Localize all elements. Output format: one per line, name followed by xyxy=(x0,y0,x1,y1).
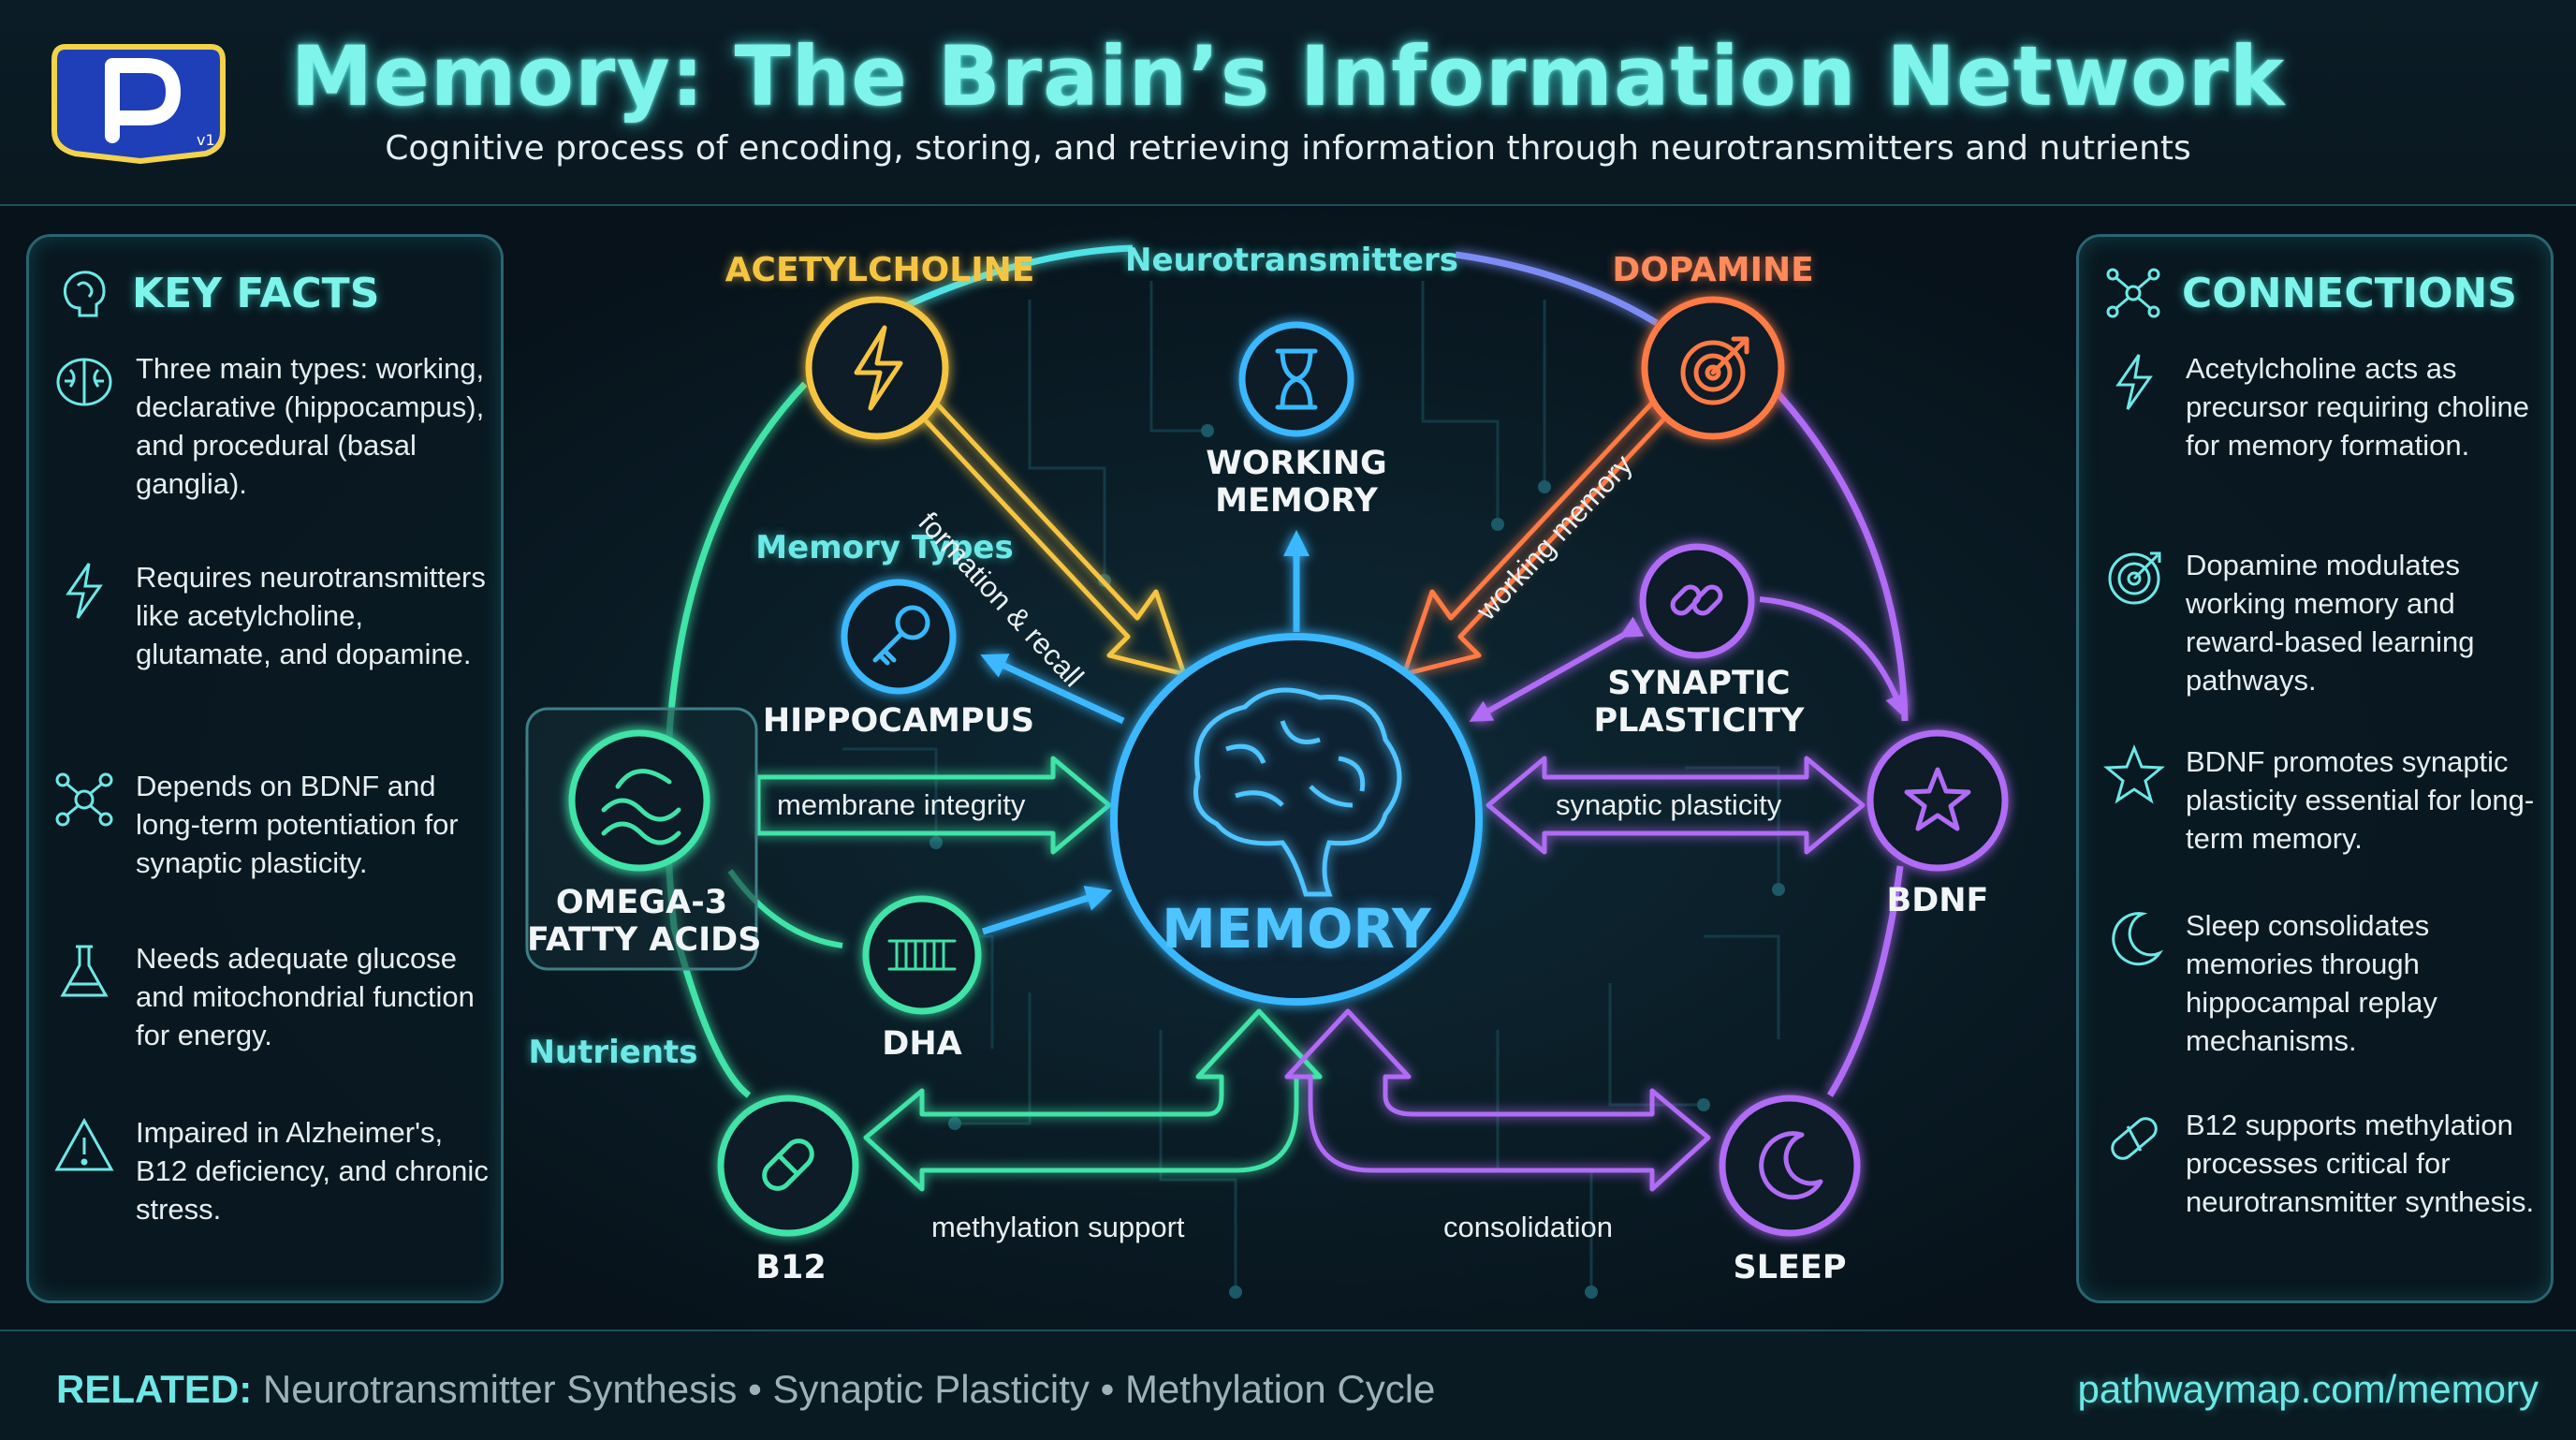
target-icon xyxy=(2108,551,2161,605)
arrow-hippocampus xyxy=(980,654,1125,725)
related-label: RELATED: xyxy=(56,1367,253,1411)
page-subtitle: Cognitive process of encoding, storing, … xyxy=(385,129,2191,168)
arrow-plasticity-memory xyxy=(1469,616,1645,722)
target-node-icon xyxy=(1680,336,1749,405)
key-facts-title: KEY FACTS xyxy=(132,269,380,317)
flask-icon xyxy=(60,945,109,997)
edge-label-synaptic-plasticity: synaptic plasticity xyxy=(1556,788,1782,821)
connection-item: Sleep consolidates memories through hipp… xyxy=(2101,906,2546,1060)
node-label-acetylcholine: ACETYLCHOLINE xyxy=(724,251,1035,289)
footer: RELATED: Neurotransmitter Synthesis • Sy… xyxy=(0,1330,2576,1440)
node-dha xyxy=(862,895,982,1015)
related-links: RELATED: Neurotransmitter Synthesis • Sy… xyxy=(56,1367,1435,1412)
pill-icon xyxy=(2111,1117,2158,1160)
source-url[interactable]: pathwaymap.com/memory xyxy=(2077,1367,2539,1411)
key-fact-text: Requires neurotransmitters like acetylch… xyxy=(136,561,486,670)
svg-text:v1: v1 xyxy=(197,131,215,149)
key-icon xyxy=(872,605,930,666)
warning-icon xyxy=(54,1117,114,1171)
arrow-dha xyxy=(981,885,1113,935)
moon-node-icon xyxy=(1759,1131,1823,1200)
connection-item: Acetylcholine acts as precursor requirin… xyxy=(2101,349,2546,464)
hourglass-icon xyxy=(1275,348,1318,410)
connection-text: B12 supports methylation processes criti… xyxy=(2186,1109,2535,1218)
connection-item: BDNF promotes synaptic plasticity essent… xyxy=(2101,742,2546,858)
node-label-dha: DHA xyxy=(882,1025,962,1063)
header: v1 Memory: The Brain’s Information Netwo… xyxy=(0,0,2576,206)
arrow-synaptic xyxy=(1486,756,1866,855)
star-icon xyxy=(2103,743,2165,804)
related-topics[interactable]: Neurotransmitter Synthesis • Synaptic Pl… xyxy=(262,1367,1436,1411)
node-label-synaptic-plasticity: SYNAPTIC PLASTICITY xyxy=(1593,665,1805,740)
connection-text: BDNF promotes synaptic plasticity essent… xyxy=(2186,745,2535,855)
lightning-node-icon xyxy=(854,325,903,411)
key-fact-item: Impaired in Alzheimer's, B12 deficiency,… xyxy=(51,1113,496,1228)
node-bdnf xyxy=(1866,729,2009,872)
key-fact-text: Three main types: working, declarative (… xyxy=(136,352,485,500)
logo: v1 xyxy=(51,44,226,164)
memory-center-label: MEMORY xyxy=(1162,897,1431,961)
node-label-omega3: OMEGA-3 FATTY ACIDS xyxy=(527,884,762,959)
lightning-icon xyxy=(66,563,103,619)
key-fact-item: Requires neurotransmitters like acetylch… xyxy=(51,558,496,673)
ring-right-purple xyxy=(1766,381,1909,722)
node-label-sleep: SLEEP xyxy=(1733,1249,1847,1286)
memory-brain-icon xyxy=(1193,687,1402,897)
star-node-icon xyxy=(1904,767,1971,831)
membrane-icon xyxy=(887,939,957,971)
edge-label-consolidation: consolidation xyxy=(1443,1211,1613,1243)
connection-item: B12 supports methylation processes criti… xyxy=(2101,1106,2546,1221)
arrow-dopamine xyxy=(1401,395,1669,677)
link-icon xyxy=(1670,584,1723,616)
ring-neuro-right xyxy=(1455,251,1659,326)
key-facts-panel: KEY FACTS Three main types: working, dec… xyxy=(26,234,504,1303)
key-fact-item: Needs adequate glucose and mitochondrial… xyxy=(51,939,496,1054)
arrow-acetylcholine xyxy=(919,395,1187,677)
key-fact-item: Three main types: working, declarative (… xyxy=(51,349,496,503)
brain-icon xyxy=(56,358,112,406)
arrow-membrane xyxy=(755,756,1112,855)
pill-node-icon xyxy=(762,1139,814,1191)
node-label-hippocampus: HIPPOCAMPUS xyxy=(762,702,1035,740)
head-brain-icon xyxy=(63,271,106,317)
key-fact-text: Impaired in Alzheimer's, B12 deficiency,… xyxy=(136,1116,489,1226)
edge-label-methylation-support: methylation support xyxy=(931,1211,1185,1243)
head-network-icon xyxy=(2106,268,2160,318)
edge-label-membrane-integrity: membrane integrity xyxy=(777,788,1026,821)
key-fact-text: Depends on BDNF and long-term potentiati… xyxy=(136,770,459,879)
network-icon xyxy=(55,772,113,827)
connections-title: CONNECTIONS xyxy=(2182,269,2517,317)
wave-icon xyxy=(601,769,681,845)
group-label-neurotransmitters: Neurotransmitters xyxy=(1125,242,1458,279)
connections-panel: CONNECTIONS Acetylcholine acts as precur… xyxy=(2076,234,2554,1303)
node-acetylcholine xyxy=(805,296,949,440)
node-label-working-memory: WORKING MEMORY xyxy=(1206,445,1387,520)
node-label-b12: B12 xyxy=(755,1249,827,1286)
ring-right-low xyxy=(1827,865,1904,1097)
key-fact-item: Depends on BDNF and long-term potentiati… xyxy=(51,767,496,882)
connection-text: Acetylcholine acts as precursor requirin… xyxy=(2186,352,2530,462)
page-title: Memory: The Brain’s Information Network xyxy=(290,28,2286,125)
lightning-icon xyxy=(2115,354,2153,410)
node-label-dopamine: DOPAMINE xyxy=(1612,251,1814,289)
group-label-memory-types: Memory Types xyxy=(755,529,1014,566)
node-label-bdnf: BDNF xyxy=(1886,882,1989,919)
connection-text: Dopamine modulates working memory and re… xyxy=(2186,549,2475,697)
arrow-consolidation xyxy=(1284,1008,1711,1192)
moon-icon xyxy=(2112,912,2164,966)
group-label-nutrients: Nutrients xyxy=(528,1034,698,1071)
connection-text: Sleep consolidates memories through hipp… xyxy=(2186,909,2437,1057)
arrow-plasticity-bdnf xyxy=(1759,596,1907,718)
key-fact-text: Needs adequate glucose and mitochondrial… xyxy=(136,942,475,1051)
connection-item: Dopamine modulates working memory and re… xyxy=(2101,546,2546,699)
node-sleep xyxy=(1719,1095,1861,1237)
